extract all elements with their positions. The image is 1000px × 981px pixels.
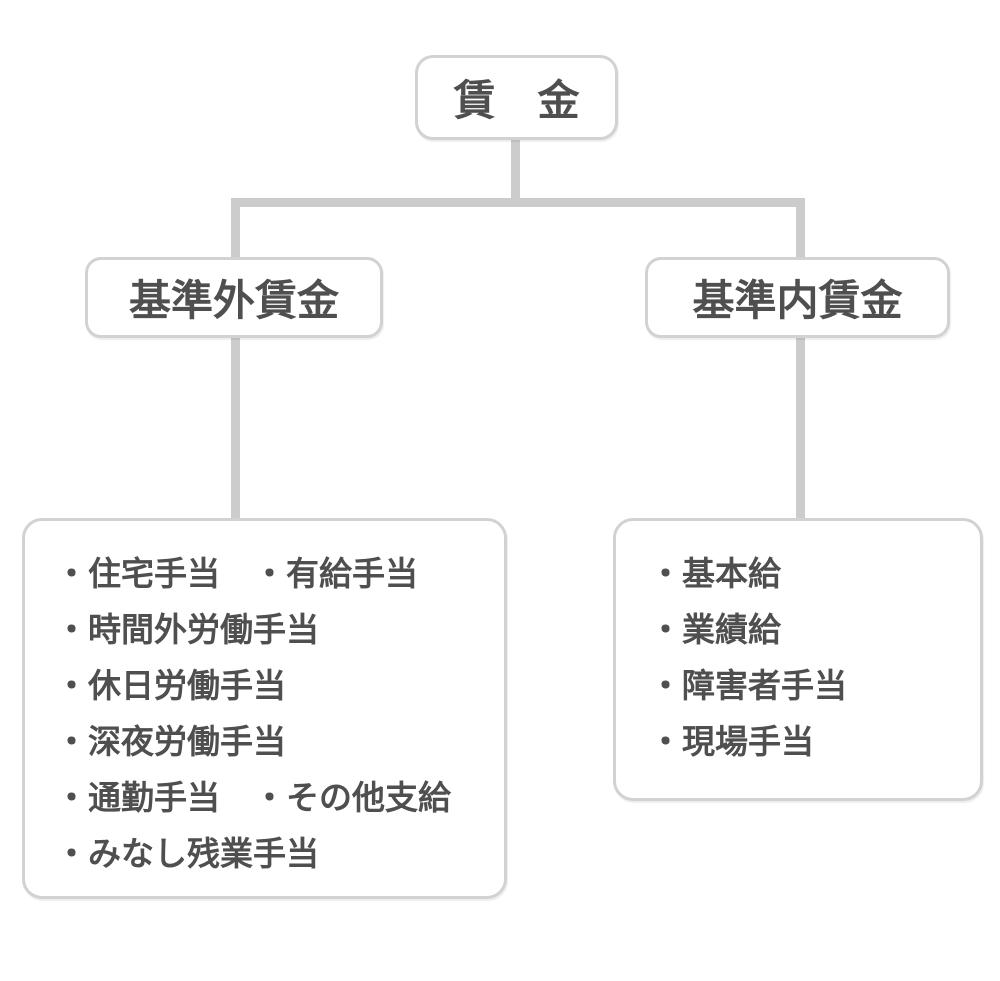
- node-wages: 賃 金: [415, 55, 618, 140]
- connector-left-stem: [231, 332, 240, 524]
- connector-left-drop: [231, 198, 240, 261]
- list-item: ・休日労働手当: [55, 666, 286, 705]
- node-wages-label: 賃 金: [453, 76, 580, 125]
- list-item: ・住宅手当 ・有給手当: [55, 554, 418, 593]
- connector-right-stem: [796, 332, 805, 524]
- list-item: ・みなし残業手当: [55, 834, 319, 873]
- list-item: ・通勤手当 ・その他支給: [55, 778, 451, 817]
- node-standard-wages: 基準内賃金: [645, 257, 950, 338]
- node-non-standard-wages: 基準外賃金: [85, 257, 383, 338]
- list-item: ・障害者手当: [649, 666, 847, 705]
- connector-root-vertical: [511, 136, 520, 202]
- list-item: ・業績給: [649, 610, 781, 649]
- list-item: ・時間外労働手当: [55, 610, 319, 649]
- list-non-standard-allowances: ・住宅手当 ・有給手当 ・時間外労働手当 ・休日労働手当 ・深夜労働手当 ・通勤…: [22, 518, 507, 899]
- node-standard-wages-label: 基準内賃金: [692, 276, 903, 325]
- list-item: ・現場手当: [649, 722, 814, 761]
- list-standard-pay-items: ・基本給 ・業績給 ・障害者手当 ・現場手当: [613, 518, 983, 801]
- connector-horizontal-bar: [231, 198, 805, 207]
- connector-right-drop: [796, 198, 805, 261]
- node-non-standard-wages-label: 基準外賃金: [128, 276, 339, 325]
- list-item: ・基本給: [649, 554, 781, 593]
- list-item: ・深夜労働手当: [55, 722, 286, 761]
